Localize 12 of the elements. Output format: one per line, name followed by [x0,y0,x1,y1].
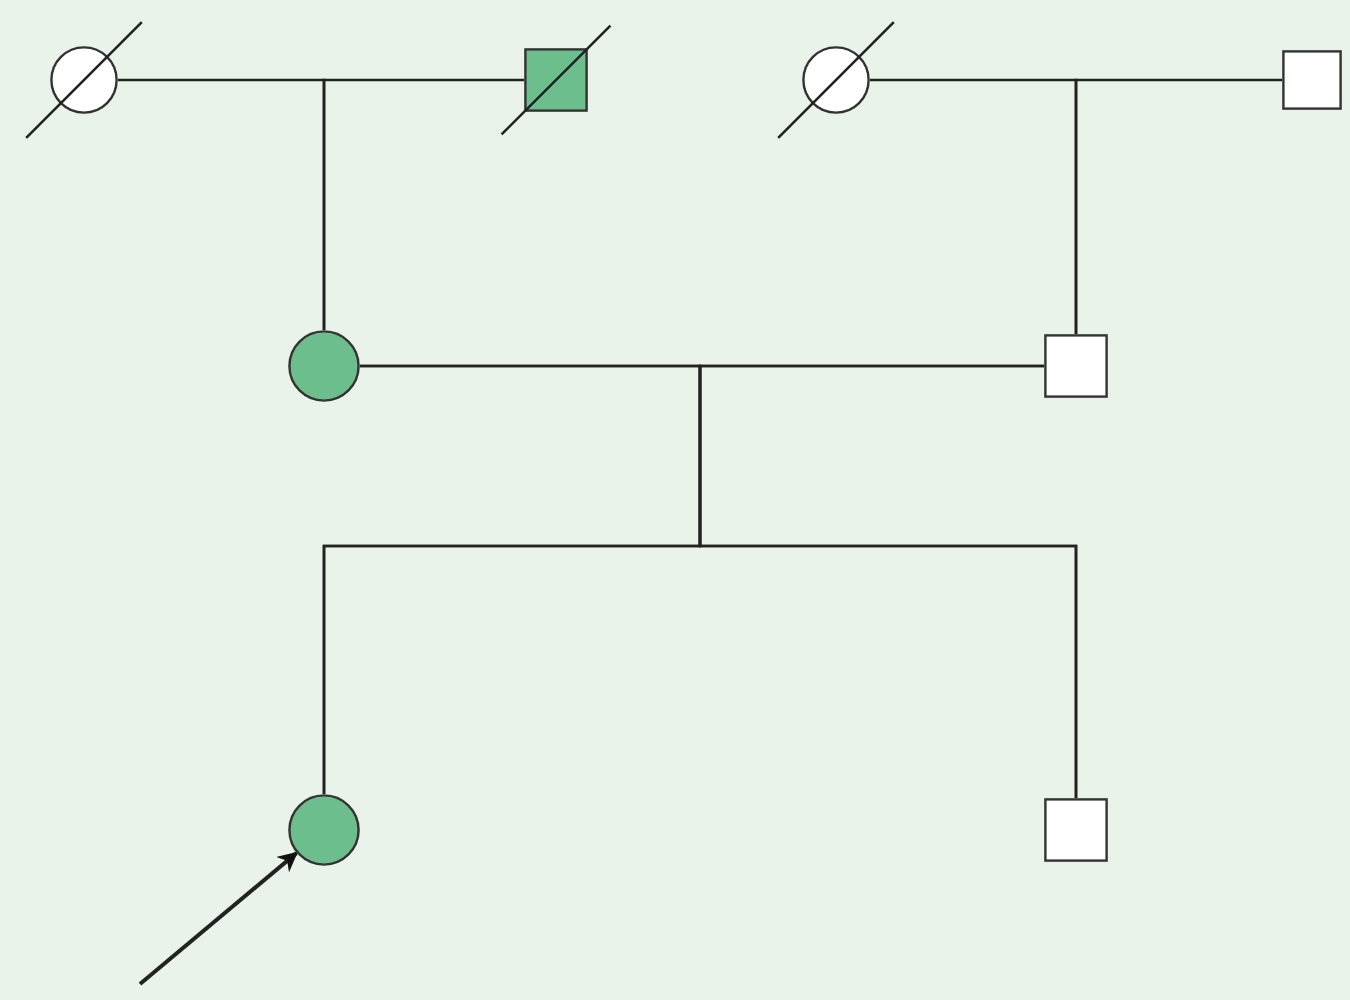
female-symbol [50,46,118,114]
descent-line [1074,78,1282,334]
female-symbol [288,794,360,866]
descent-line [698,364,1078,798]
male-symbol [1044,798,1108,862]
female-symbol [288,330,360,402]
male-symbol [524,48,588,112]
male-symbol [1044,334,1108,398]
male-symbol [1282,50,1342,110]
female-symbol [802,46,870,114]
descent-line [322,78,524,330]
proband-arrow [138,851,298,986]
